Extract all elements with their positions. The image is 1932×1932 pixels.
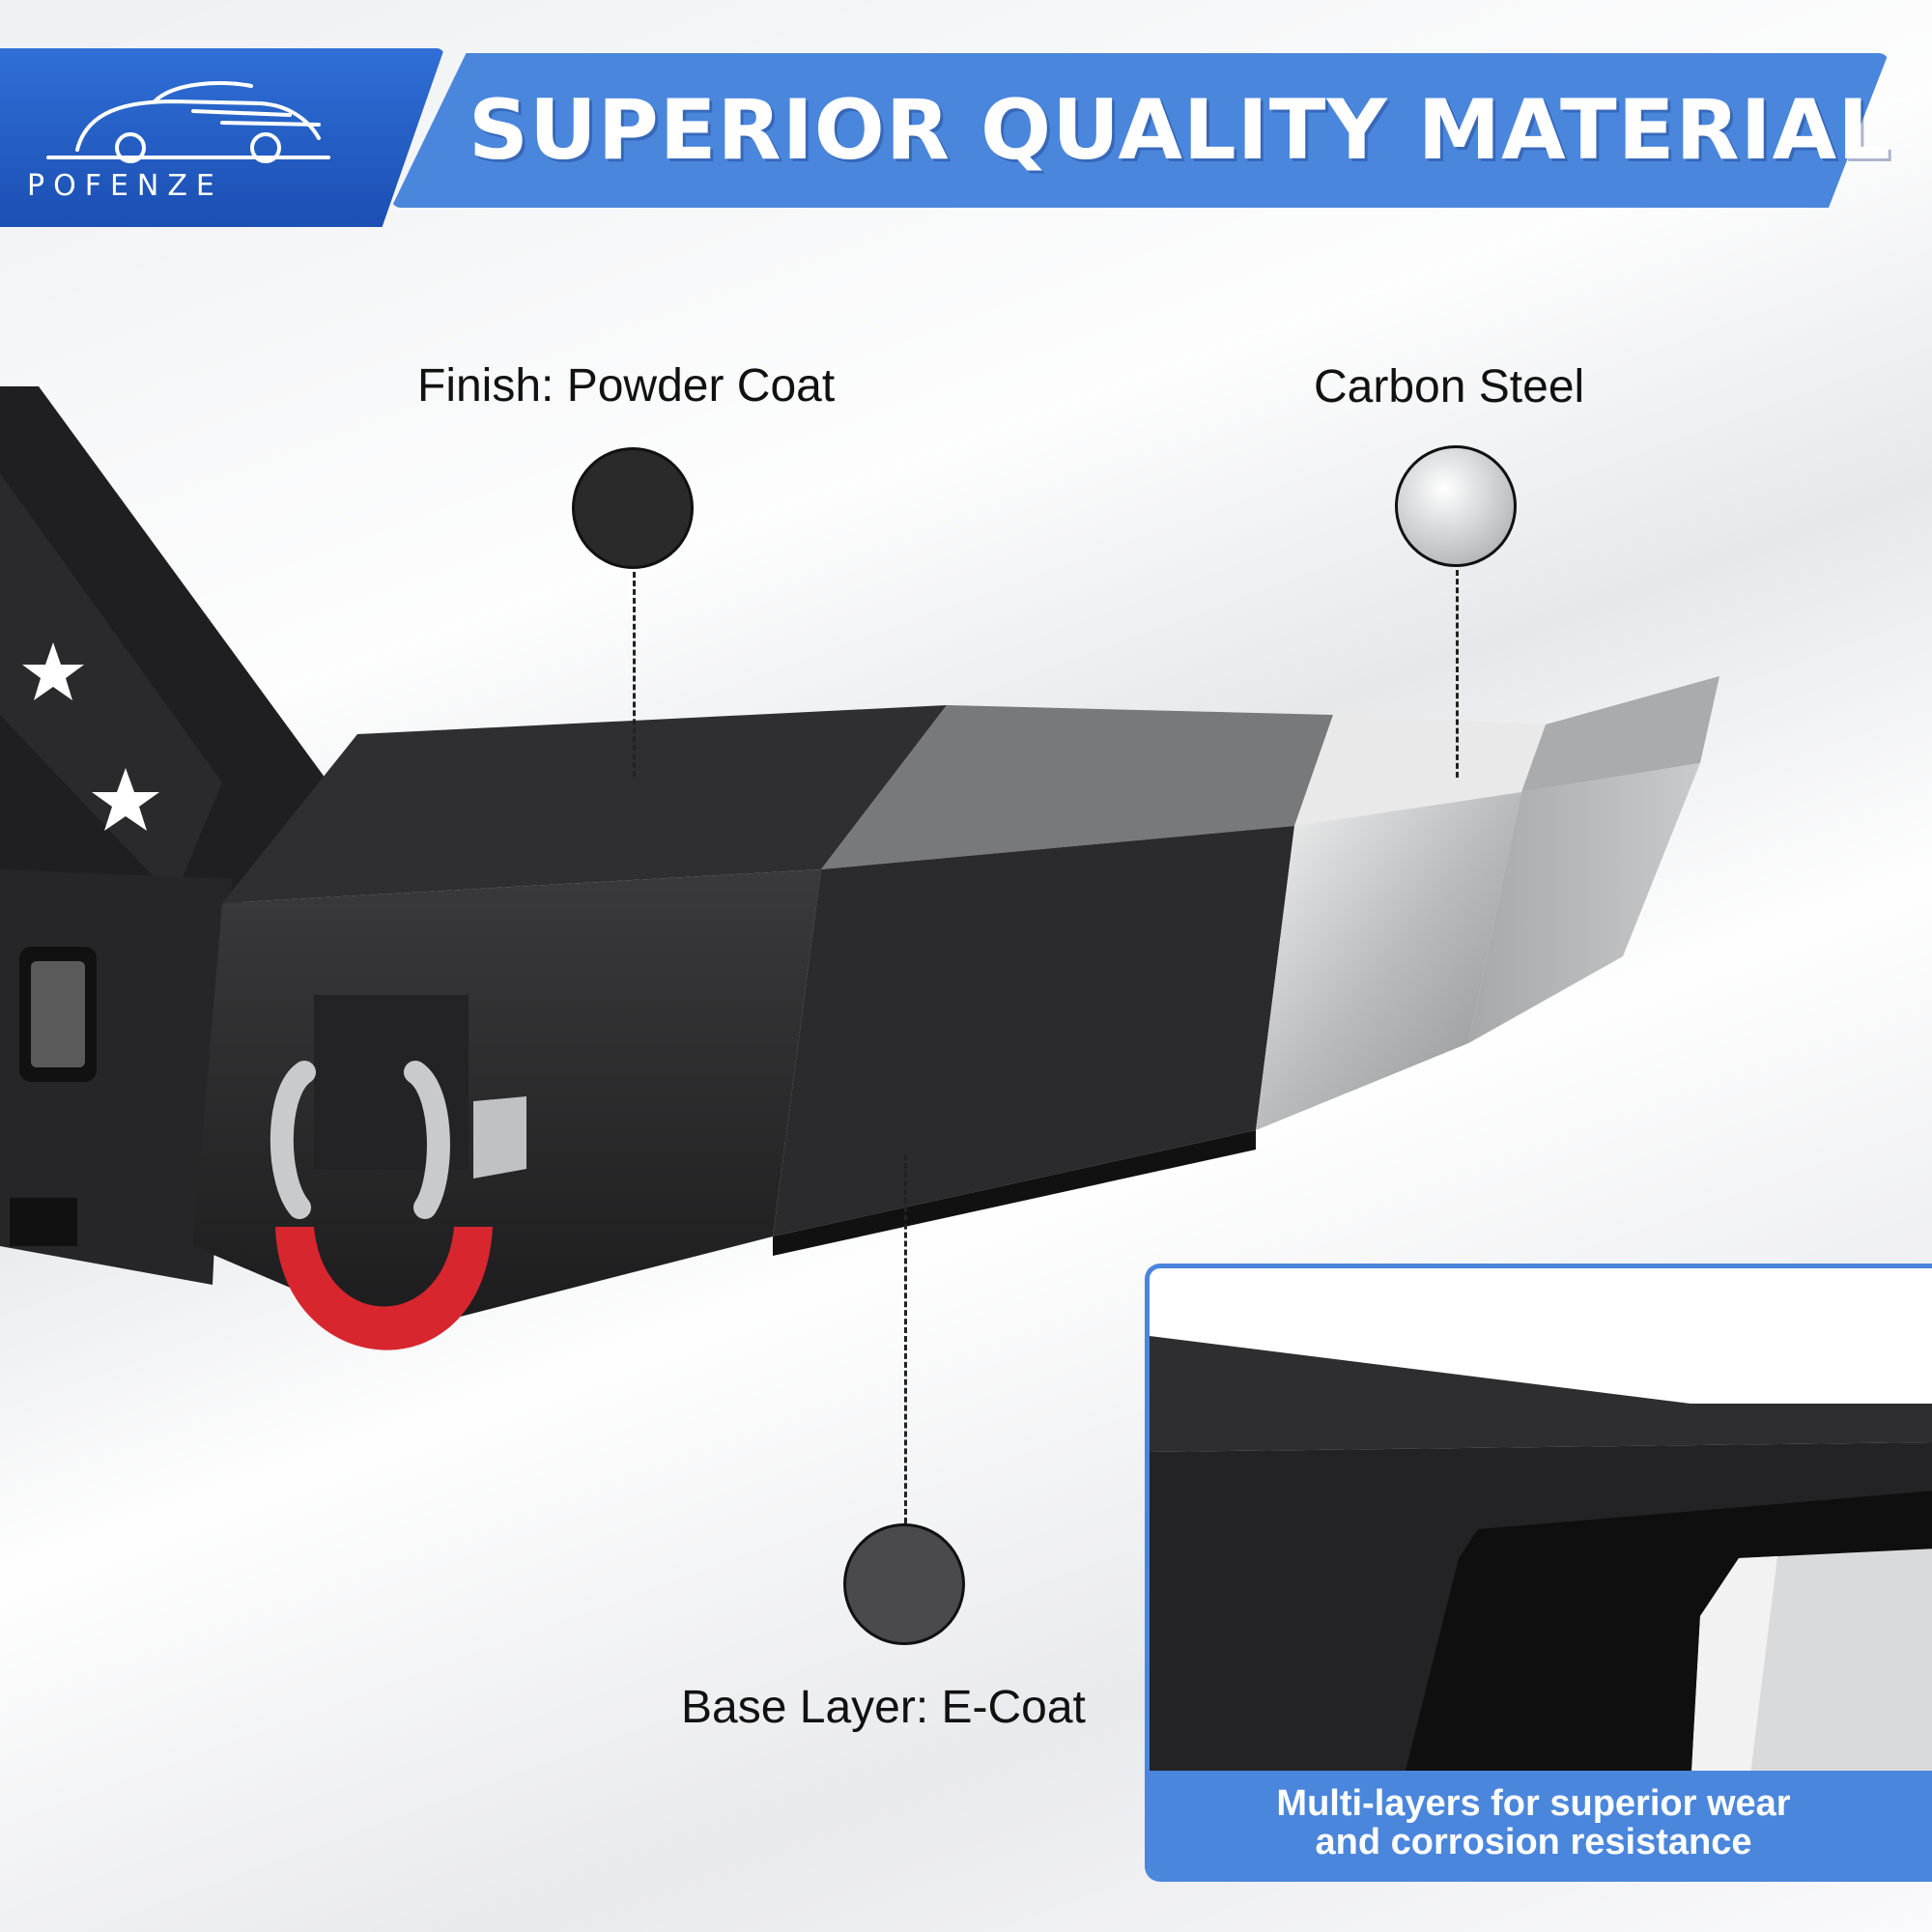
bumper-illustration	[0, 386, 1719, 1350]
title-banner	[391, 53, 1889, 208]
car-logo-icon	[46, 81, 330, 163]
inset-caption-line1: Multi-layers for superior wear	[1276, 1783, 1791, 1824]
layer-detail-inset: Multi-layers for superior wear and corro…	[1145, 1264, 1932, 1882]
carbon-steel-label: Carbon Steel	[1314, 361, 1585, 412]
base-pointer-line	[904, 1154, 907, 1523]
base-layer-label: Base Layer: E-Coat	[681, 1682, 1086, 1733]
finish-label: Finish: Powder Coat	[417, 360, 836, 412]
brand-logo-banner	[0, 48, 444, 227]
layer-detail-image	[1150, 1268, 1932, 1790]
inset-caption: Multi-layers for superior wear and corro…	[1150, 1771, 1932, 1877]
carbon-steel-pointer-line	[1456, 570, 1459, 778]
finish-pointer-line	[633, 572, 636, 777]
powder-coat-swatch	[572, 447, 694, 569]
carbon-steel-swatch	[1395, 445, 1517, 567]
page-title: SUPERIOR QUALITY MATERIAL	[469, 82, 1892, 179]
e-coat-swatch	[843, 1523, 965, 1645]
brand-name: POFENZE	[27, 169, 223, 203]
inset-caption-line2: and corrosion resistance	[1315, 1822, 1752, 1862]
